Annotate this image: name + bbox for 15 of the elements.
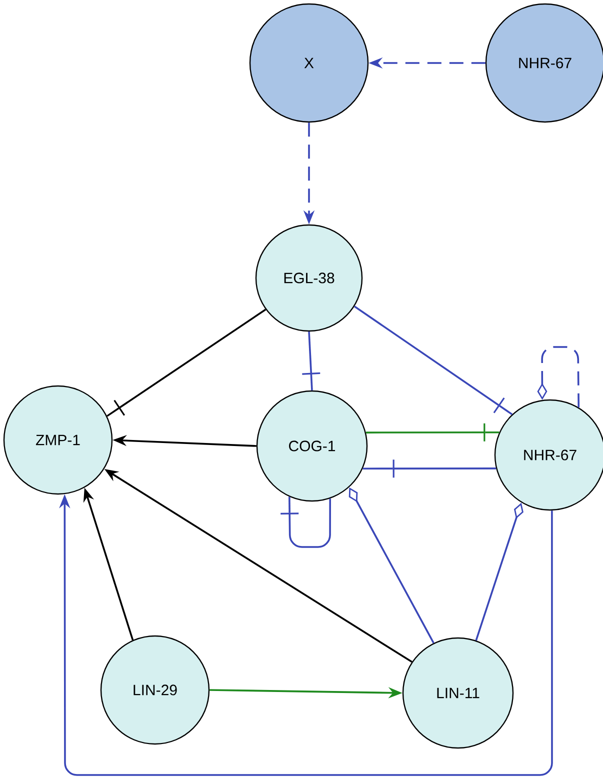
- inhibition-line: [366, 423, 500, 442]
- circle-node: ZMP-1: [3, 385, 113, 495]
- circle-node: EGL-38: [255, 224, 363, 332]
- inhibition-line: [354, 306, 513, 416]
- inhibition-line: [280, 496, 331, 548]
- circle-node: NHR-67: [494, 399, 603, 511]
- circle-node: X: [249, 3, 369, 123]
- circle-node: NHR-67: [485, 3, 603, 123]
- diamond-end-line: [537, 346, 580, 408]
- circle-node: LIN-29: [100, 635, 210, 745]
- inhibition-line: [302, 332, 320, 390]
- circle-node: COG-1: [256, 390, 368, 502]
- inhibition-line: [106, 308, 266, 417]
- inhibition-line: [362, 460, 496, 478]
- circle-node: LIN-11: [402, 637, 514, 749]
